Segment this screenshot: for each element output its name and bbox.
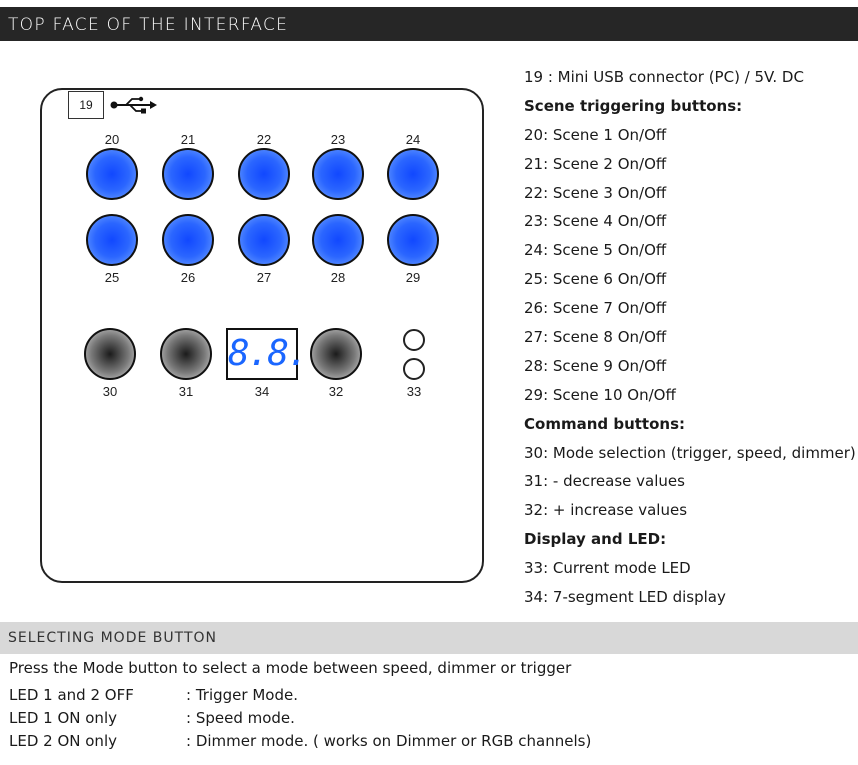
scene-button[interactable]	[86, 214, 138, 266]
mode-button[interactable]	[84, 328, 136, 380]
mode-row: LED 1 ON only : Speed mode.	[9, 709, 295, 727]
legend-item: 25: Scene 6 On/Off	[524, 270, 667, 289]
legend-item: 29: Scene 10 On/Off	[524, 385, 676, 404]
mode-key: LED 2 ON only	[9, 732, 117, 750]
scene-button[interactable]	[162, 148, 214, 200]
legend-heading: Scene triggering buttons:	[524, 96, 743, 115]
mode-value: : Trigger Mode.	[186, 686, 298, 704]
mode-led-1	[403, 329, 425, 351]
section-title: SELECTING MODE BUTTON	[8, 630, 217, 646]
legend-item: 23: Scene 4 On/Off	[524, 212, 667, 231]
legend-heading: Display and LED:	[524, 530, 667, 549]
mode-value: : Speed mode.	[186, 709, 295, 727]
mode-led-2	[403, 358, 425, 380]
scene-button[interactable]	[387, 148, 439, 200]
legend-list: 19 : Mini USB connector (PC) / 5V. DC Sc…	[524, 66, 856, 615]
button-number-label: 27	[256, 270, 272, 285]
usb-connector-label: 19	[68, 91, 104, 119]
button-number-label: 30	[102, 384, 118, 399]
legend-item: 26: Scene 7 On/Off	[524, 299, 667, 318]
scene-button[interactable]	[312, 214, 364, 266]
legend-item: 33: Current mode LED	[524, 559, 691, 578]
scene-button[interactable]	[238, 148, 290, 200]
mode-key: LED 1 and 2 OFF	[9, 686, 134, 704]
button-number-label: 26	[180, 270, 196, 285]
legend-item: 19 : Mini USB connector (PC) / 5V. DC	[524, 68, 804, 86]
scene-button[interactable]	[312, 148, 364, 200]
scene-button[interactable]	[387, 214, 439, 266]
increase-button[interactable]	[310, 328, 362, 380]
usb-icon	[110, 96, 157, 114]
button-number-label: 29	[405, 270, 421, 285]
button-number-label: 25	[104, 270, 120, 285]
section-intro: Press the Mode button to select a mode b…	[9, 659, 572, 677]
button-number-label: 31	[178, 384, 194, 399]
scene-button[interactable]	[238, 214, 290, 266]
led-number-label: 33	[406, 384, 422, 399]
legend-item: 22: Scene 3 On/Off	[524, 183, 667, 202]
mode-key: LED 1 ON only	[9, 709, 117, 727]
button-number-label: 24	[405, 132, 421, 147]
display-number-label: 34	[254, 384, 270, 399]
button-number-label: 32	[328, 384, 344, 399]
button-number-label: 22	[256, 132, 272, 147]
button-number-label: 21	[180, 132, 196, 147]
mode-value: : Dimmer mode. ( works on Dimmer or RGB …	[186, 732, 592, 750]
mode-row: LED 1 and 2 OFF : Trigger Mode.	[9, 686, 298, 704]
scene-button[interactable]	[162, 214, 214, 266]
legend-item: 34: 7-segment LED display	[524, 588, 726, 607]
mode-row: LED 2 ON only : Dimmer mode. ( works on D…	[9, 732, 591, 750]
display-digits: 8.8.	[228, 333, 309, 374]
button-number-label: 23	[330, 132, 346, 147]
legend-item: 30: Mode selection (trigger, speed, dimm…	[524, 443, 856, 462]
decrease-button[interactable]	[160, 328, 212, 380]
legend-heading: Command buttons:	[524, 414, 686, 433]
seven-segment-display: 8.8.	[226, 328, 309, 380]
legend-item: 24: Scene 5 On/Off	[524, 241, 667, 260]
interface-panel-outline	[40, 88, 484, 583]
legend-item: 28: Scene 9 On/Off	[524, 356, 667, 375]
legend-item: 32: + increase values	[524, 501, 688, 520]
legend-item: 31: - decrease values	[524, 472, 685, 491]
button-number-label: 20	[104, 132, 120, 147]
scene-button[interactable]	[86, 148, 138, 200]
legend-item: 20: Scene 1 On/Off	[524, 125, 667, 144]
section-header: SELECTING MODE BUTTON	[0, 622, 858, 654]
legend-item: 21: Scene 2 On/Off	[524, 154, 667, 173]
button-number-label: 28	[330, 270, 346, 285]
page-title: TOP FACE OF THE INTERFACE	[8, 15, 289, 35]
header-bar: TOP FACE OF THE INTERFACE	[0, 7, 858, 41]
legend-item: 27: Scene 8 On/Off	[524, 328, 667, 347]
